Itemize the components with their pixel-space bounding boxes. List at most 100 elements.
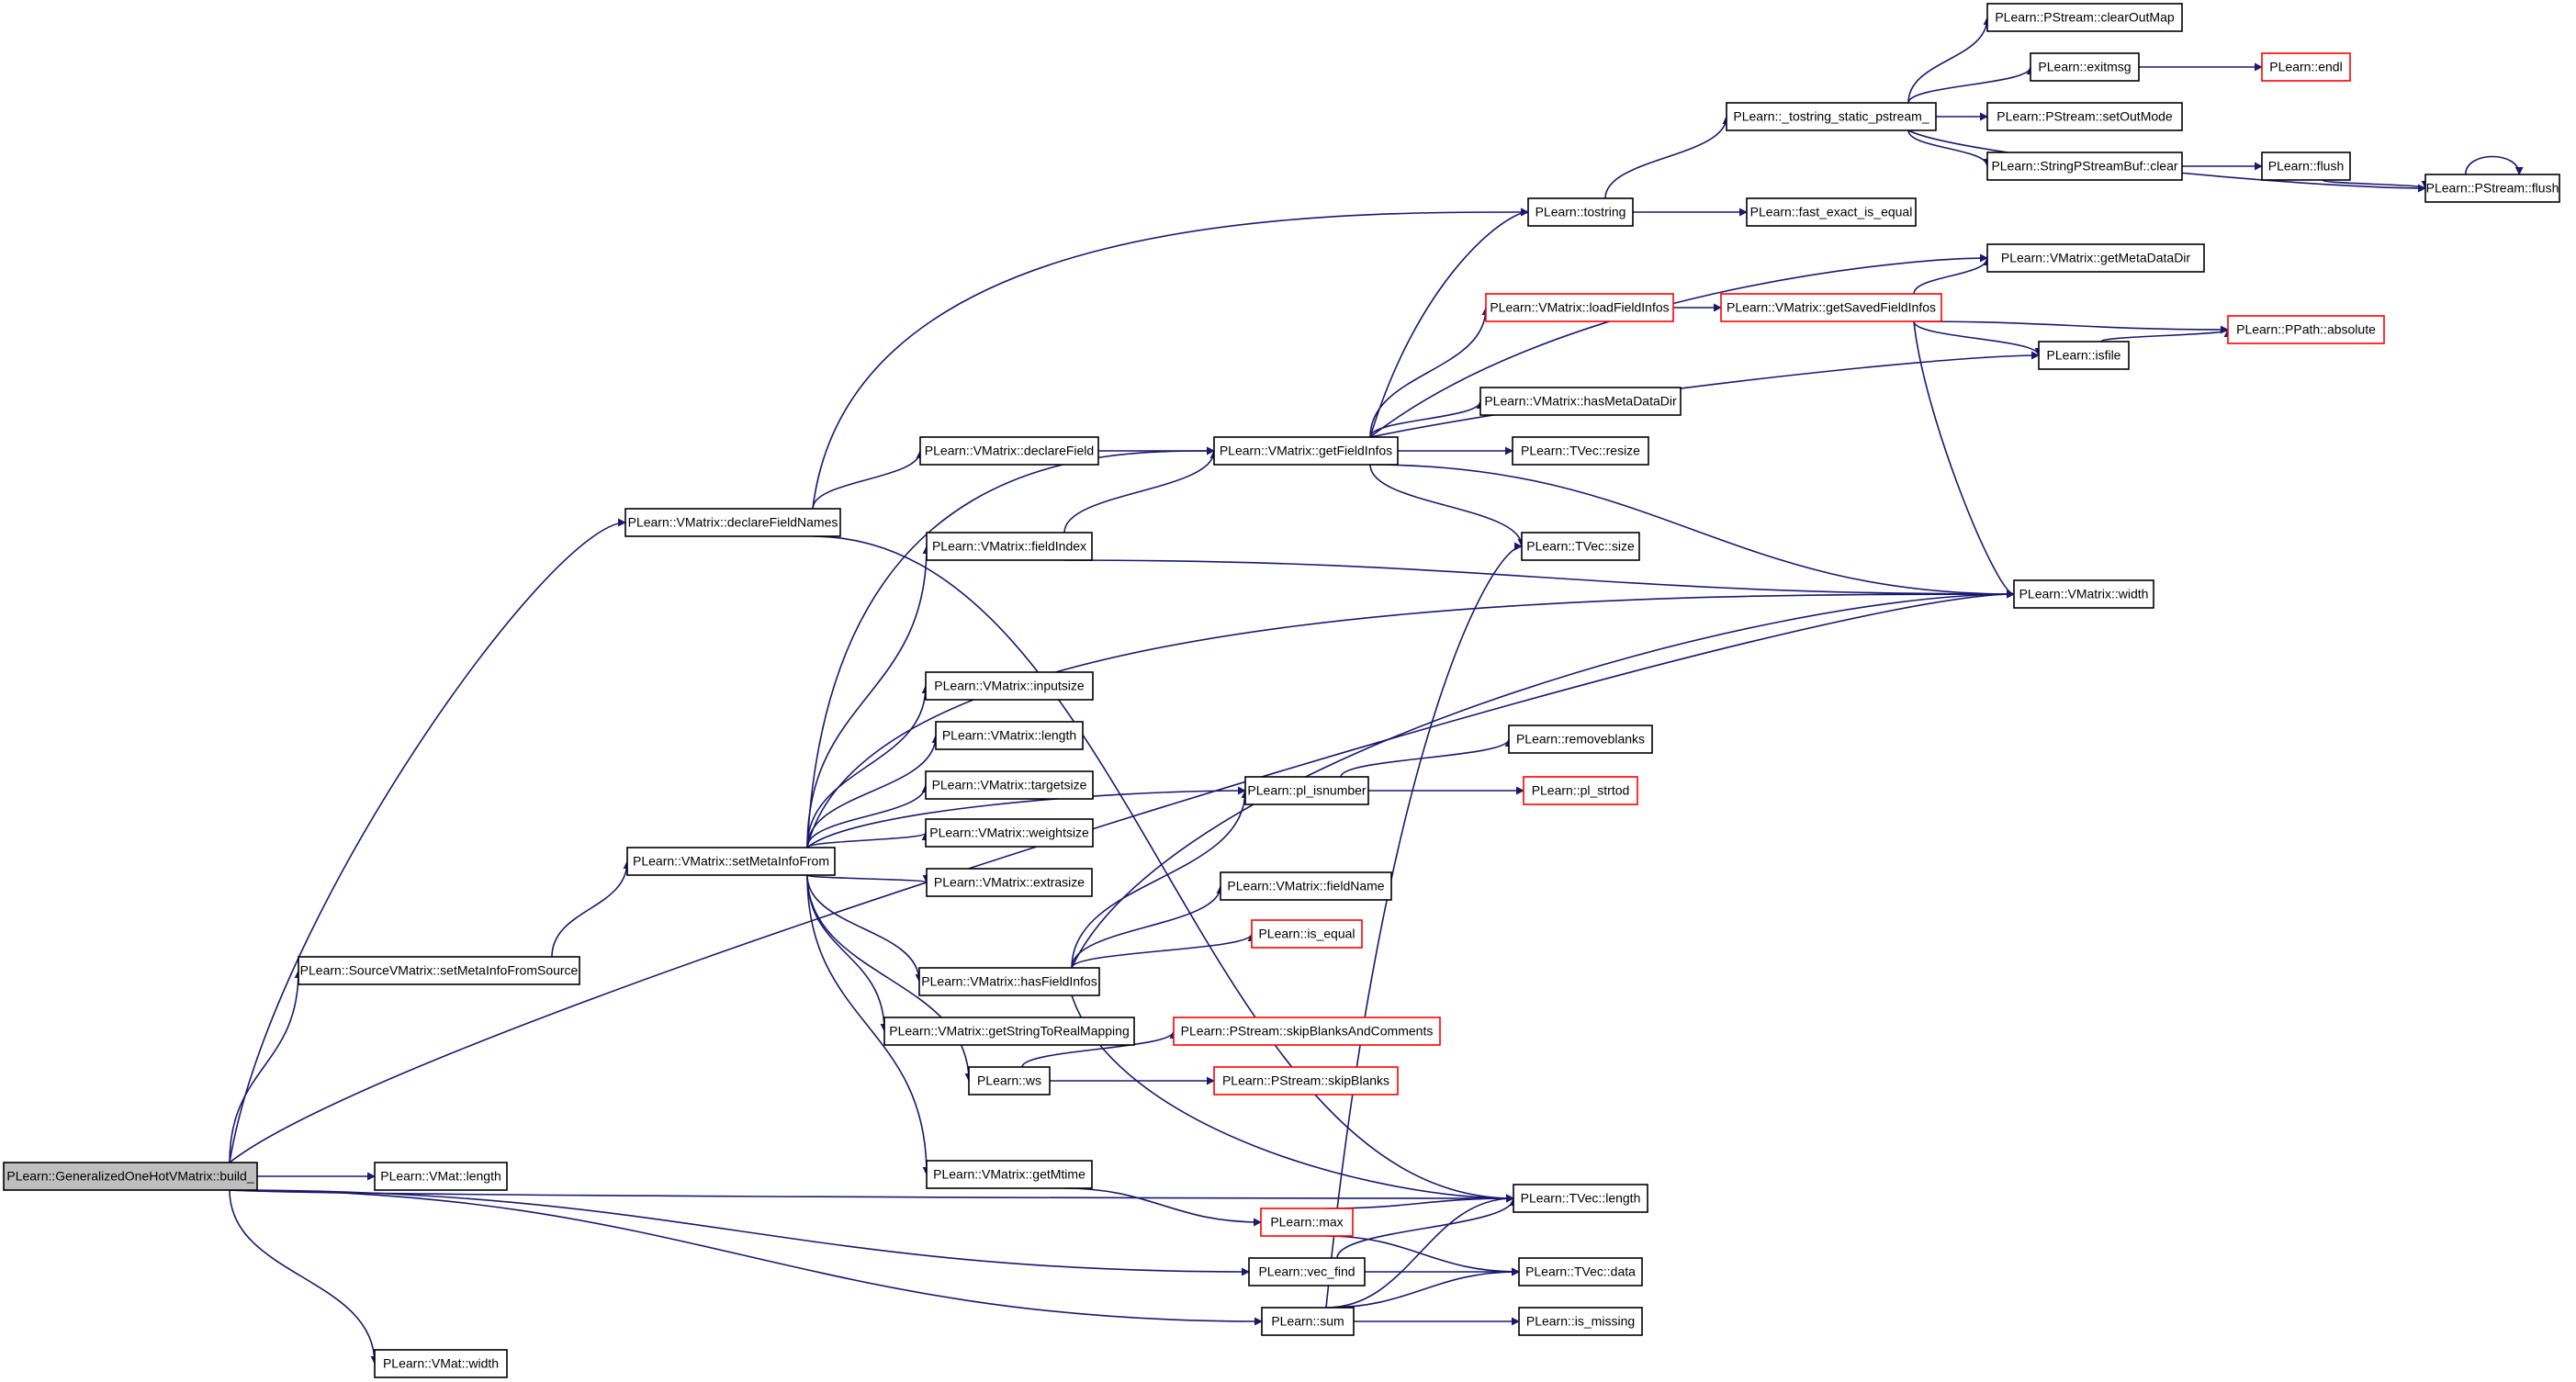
node-setmeta[interactable]: PLearn::VMatrix::setMetaInfoFrom [626, 847, 836, 876]
node-inputsize[interactable]: PLearn::VMatrix::inputsize [925, 671, 1094, 701]
edge-fieldindex-to-getfieldinfos [1063, 450, 1219, 534]
node-box [1726, 102, 1937, 131]
node-label: PLearn::GeneralizedOneHotVMatrix::build_ [6, 1169, 253, 1184]
node-getfieldinfos[interactable]: PLearn::VMatrix::getFieldInfos [1213, 436, 1399, 466]
node-box [926, 532, 1093, 561]
node-ws[interactable]: PLearn::ws [968, 1066, 1051, 1095]
node-skipbc[interactable]: PLearn::PStream::skipBlanksAndComments [1173, 1017, 1441, 1046]
node-box [1485, 293, 1674, 322]
node-svm_setmeta[interactable]: PLearn::SourceVMatrix::setMetaInfoFromSo… [298, 956, 580, 985]
node-getmetadatadir[interactable]: PLearn::VMatrix::getMetaDataDir [1986, 243, 2205, 273]
node-box [1523, 776, 1638, 805]
node-exitmsg[interactable]: PLearn::exitmsg [2030, 52, 2140, 82]
node-weightsize[interactable]: PLearn::VMatrix::weightsize [925, 818, 1094, 848]
edge-setmeta-to-getfieldinfos [806, 446, 1215, 848]
edge-vec_find-to-tvec_length [1336, 1197, 1518, 1259]
node-getstrmap[interactable]: PLearn::VMatrix::getStringToRealMapping [883, 1017, 1135, 1046]
node-extrasize[interactable]: PLearn::VMatrix::extrasize [926, 868, 1093, 897]
node-fieldname[interactable]: PLearn::VMatrix::fieldName [1220, 871, 1392, 901]
edge-setmeta-to-extrasize [806, 874, 931, 883]
node-hasmetadatadir[interactable]: PLearn::VMatrix::hasMetaDataDir [1479, 387, 1682, 416]
edge-setmeta-to-targetsize [806, 784, 930, 848]
node-label: PLearn::VMatrix::hasFieldInfos [921, 974, 1097, 989]
node-getsavedfieldinfos[interactable]: PLearn::VMatrix::getSavedFieldInfos [1720, 293, 1942, 322]
node-label: PLearn::removeblanks [1516, 732, 1645, 747]
edge-root-to-svm_setmeta [229, 970, 303, 1163]
node-pl_isnumber[interactable]: PLearn::pl_isnumber [1244, 776, 1369, 805]
edge-setmeta-to-vm_length [806, 735, 940, 848]
node-label: PLearn::sum [1271, 1314, 1344, 1329]
edge-setmeta-to-getmtime [806, 874, 931, 1175]
node-vmat_length[interactable]: PLearn::VMat::length [374, 1162, 508, 1191]
node-clearoutmap[interactable]: PLearn::PStream::clearOutMap [1986, 3, 2183, 32]
node-vmat_width[interactable]: PLearn::VMat::width [374, 1349, 508, 1378]
edge-getfieldinfos-to-tostring [1369, 208, 1529, 438]
node-targetsize[interactable]: PLearn::VMatrix::targetsize [925, 770, 1094, 800]
node-tostring_static[interactable]: PLearn::_tostring_static_pstream_ [1726, 102, 1937, 131]
node-box [935, 721, 1084, 750]
edge-tostring_static-to-exitmsg [1907, 66, 2035, 104]
node-declarefieldnames[interactable]: PLearn::VMatrix::declareFieldNames [624, 508, 841, 537]
edge-declarefieldnames-to-tvec_length [812, 535, 1514, 1203]
node-endl[interactable]: PLearn::endl [2261, 52, 2351, 82]
node-declarefield[interactable]: PLearn::VMatrix::declareField [919, 436, 1099, 466]
node-box [1746, 197, 1917, 227]
node-max[interactable]: PLearn::max [1260, 1208, 1354, 1237]
edge-tostring_static-to-clearoutmap [1907, 17, 1992, 104]
edge-setmeta-to-inputsize [806, 685, 930, 848]
node-label: PLearn::flush [2268, 159, 2345, 174]
node-hasfieldinfos[interactable]: PLearn::VMatrix::hasFieldInfos [918, 967, 1100, 996]
node-sum[interactable]: PLearn::sum [1261, 1307, 1355, 1336]
node-vec_find[interactable]: PLearn::vec_find [1248, 1257, 1366, 1286]
edge-layer [229, 17, 2524, 1365]
node-label: PLearn::VMatrix::setMetaInfoFrom [633, 854, 829, 869]
node-label: PLearn::VMatrix::getSavedFieldInfos [1727, 300, 1936, 315]
node-skipblanks[interactable]: PLearn::PStream::skipBlanks [1213, 1066, 1399, 1095]
edge-sum-to-tvec_data [1325, 1267, 1520, 1309]
node-pl_strtod[interactable]: PLearn::pl_strtod [1523, 776, 1638, 805]
node-layer: PLearn::GeneralizedOneHotVMatrix::build_… [3, 3, 2560, 1378]
node-box [2038, 341, 2130, 370]
node-vmatrix_width[interactable]: PLearn::VMatrix::width [2013, 579, 2154, 609]
node-tvec_length[interactable]: PLearn::TVec::length [1513, 1184, 1648, 1213]
node-box [1720, 293, 1942, 322]
node-label: PLearn::VMatrix::declareFieldNames [628, 515, 838, 530]
edge-tostring_static-to-spsb_clear [1907, 129, 1992, 167]
node-spsb_clear[interactable]: PLearn::StringPStreamBuf::clear [1986, 152, 2183, 181]
node-label: PLearn::VMatrix::loadFieldInfos [1490, 300, 1669, 315]
node-fast_exact[interactable]: PLearn::fast_exact_is_equal [1746, 197, 1917, 227]
edge-tostring-to-tostring_static [1604, 116, 1731, 199]
node-is_missing[interactable]: PLearn::is_missing [1518, 1307, 1643, 1336]
node-label: PLearn::VMatrix::width [2019, 587, 2149, 601]
node-box [2261, 152, 2351, 181]
node-root[interactable]: PLearn::GeneralizedOneHotVMatrix::build_ [3, 1162, 258, 1191]
edge-root-to-sum [229, 1189, 1263, 1326]
node-box [624, 508, 841, 537]
edge-hasfieldinfos-to-is_equal [1071, 933, 1256, 969]
edge-setmeta-to-vmatrix_width [806, 590, 2015, 848]
node-is_equal[interactable]: PLearn::is_equal [1251, 919, 1363, 949]
node-box [1479, 387, 1682, 416]
node-removeblanks[interactable]: PLearn::removeblanks [1508, 725, 1653, 754]
edge-getsavedfieldinfos-to-isfile [1913, 320, 2043, 356]
node-box [1513, 1184, 1648, 1213]
node-box [374, 1162, 508, 1191]
node-tostring[interactable]: PLearn::tostring [1527, 197, 1634, 227]
node-vm_length[interactable]: PLearn::VMatrix::length [935, 721, 1084, 750]
node-flush[interactable]: PLearn::flush [2261, 152, 2351, 181]
edge-hasfieldinfos-to-tvec_length [1071, 994, 1514, 1203]
node-tvec_resize[interactable]: PLearn::TVec::resize [1512, 436, 1649, 466]
node-loadfieldinfos[interactable]: PLearn::VMatrix::loadFieldInfos [1485, 293, 1674, 322]
node-fieldindex[interactable]: PLearn::VMatrix::fieldIndex [926, 532, 1093, 561]
node-ppath_absolute[interactable]: PLearn::PPath::absolute [2227, 315, 2385, 344]
node-box [918, 967, 1100, 996]
node-isfile[interactable]: PLearn::isfile [2038, 341, 2130, 370]
node-tvec_data[interactable]: PLearn::TVec::data [1518, 1257, 1643, 1286]
node-getmtime[interactable]: PLearn::VMatrix::getMtime [926, 1160, 1093, 1189]
edge-getsavedfieldinfos-to-vmatrix_width [1913, 320, 2015, 599]
node-tvec_size[interactable]: PLearn::TVec::size [1521, 532, 1640, 561]
node-pstream_flush[interactable]: PLearn::PStream::flush [2424, 174, 2560, 203]
node-label: PLearn::is_equal [1258, 927, 1355, 941]
node-setoutmode[interactable]: PLearn::PStream::setOutMode [1986, 102, 2183, 131]
